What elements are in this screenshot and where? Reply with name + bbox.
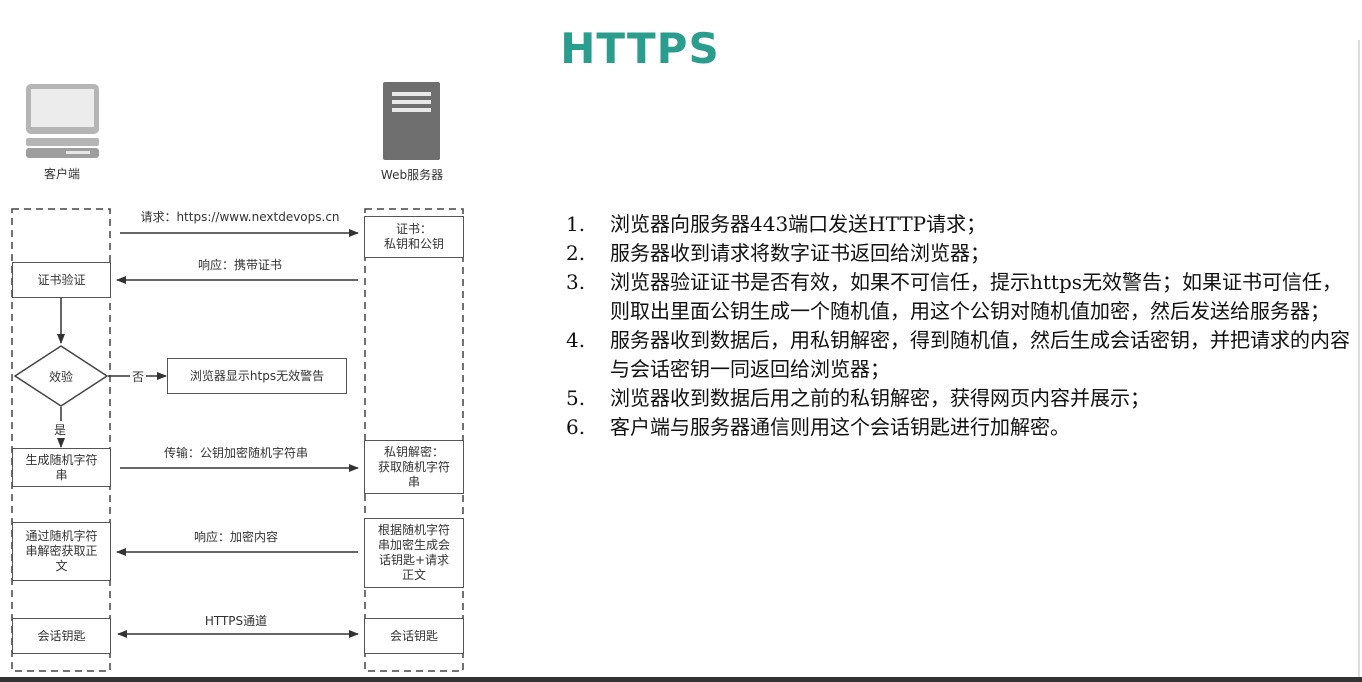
cert-box: 证书： 私钥和公钥 xyxy=(364,216,464,258)
check-label: 效验 xyxy=(48,370,73,384)
bottom-divider xyxy=(0,677,1362,682)
step-number: 4. xyxy=(566,328,586,352)
list-item: 6. 客户端与服务器通信则用这个会话钥匙进行加解密。 xyxy=(566,413,1358,442)
list-item: 4. 服务器收到数据后，用私钥解密，得到随机值，然后生成会话密钥，并把请求的内容… xyxy=(566,326,1358,384)
computer-icon xyxy=(26,84,99,158)
step-number: 3. xyxy=(566,270,586,294)
client-label: 客户端 xyxy=(43,167,80,181)
step-text: 客户端与服务器通信则用这个会话钥匙进行加解密。 xyxy=(610,415,1070,439)
tunnel-label: HTTPS通道 xyxy=(204,614,268,628)
server-icon xyxy=(383,82,440,160)
list-item: 5. 浏览器收到数据后用之前的私钥解密，获得网页内容并展示； xyxy=(566,384,1358,413)
list-item: 2. 服务器收到请求将数字证书返回给浏览器； xyxy=(566,239,1358,268)
transfer-label: 传输：公钥加密随机字符串 xyxy=(163,446,308,460)
client-session-key-box: 会话钥匙 xyxy=(12,618,111,654)
step-number: 1. xyxy=(566,212,586,236)
no-label: 否 xyxy=(130,368,147,385)
right-edge-divider xyxy=(1358,40,1360,677)
step-number: 6. xyxy=(566,415,586,439)
private-decrypt-box: 私钥解密： 获取随机字符串 xyxy=(364,440,464,494)
decrypt-content-box: 通过随机字符串解密获取正文 xyxy=(12,522,111,581)
step-number: 5. xyxy=(566,386,586,410)
step-text: 浏览器验证证书是否有效，如果不可信任，提示https无效警告；如果证书可信任，则… xyxy=(610,270,1343,323)
generate-random-box: 生成随机字符串 xyxy=(12,448,111,487)
response-cert-label: 响应：携带证书 xyxy=(197,258,282,272)
step-text: 浏览器收到数据后用之前的私钥解密，获得网页内容并展示； xyxy=(610,386,1150,410)
client-lane xyxy=(11,208,111,672)
server-session-key-box: 会话钥匙 xyxy=(364,618,464,654)
list-item: 3. 浏览器验证证书是否有效，如果不可信任，提示https无效警告；如果证书可信… xyxy=(566,268,1358,326)
step-number: 2. xyxy=(566,241,586,265)
warning-box: 浏览器显示htps无效警告 xyxy=(167,358,347,394)
server-label: Web服务器 xyxy=(380,168,444,182)
verify-cert-box: 证书验证 xyxy=(12,262,111,298)
yes-label: 是 xyxy=(54,421,67,438)
step-text: 浏览器向服务器443端口发送HTTP请求； xyxy=(610,212,987,236)
step-text: 服务器收到数据后，用私钥解密，得到随机值，然后生成会话密钥，并把请求的内容与会话… xyxy=(610,328,1350,381)
step-text: 服务器收到请求将数字证书返回给浏览器； xyxy=(610,241,990,265)
check-diamond xyxy=(13,345,109,407)
page-title: HTTPS xyxy=(560,24,720,73)
request-label: 请求：https://www.nextdevops.cn xyxy=(140,210,340,224)
gen-session-box: 根据随机字符串加密生成会话钥匙+请求正文 xyxy=(364,518,464,588)
list-item: 1. 浏览器向服务器443端口发送HTTP请求； xyxy=(566,210,1358,239)
steps-list: 1. 浏览器向服务器443端口发送HTTP请求； 2. 服务器收到请求将数字证书… xyxy=(566,210,1358,442)
response-encrypted-label: 响应：加密内容 xyxy=(193,530,278,544)
